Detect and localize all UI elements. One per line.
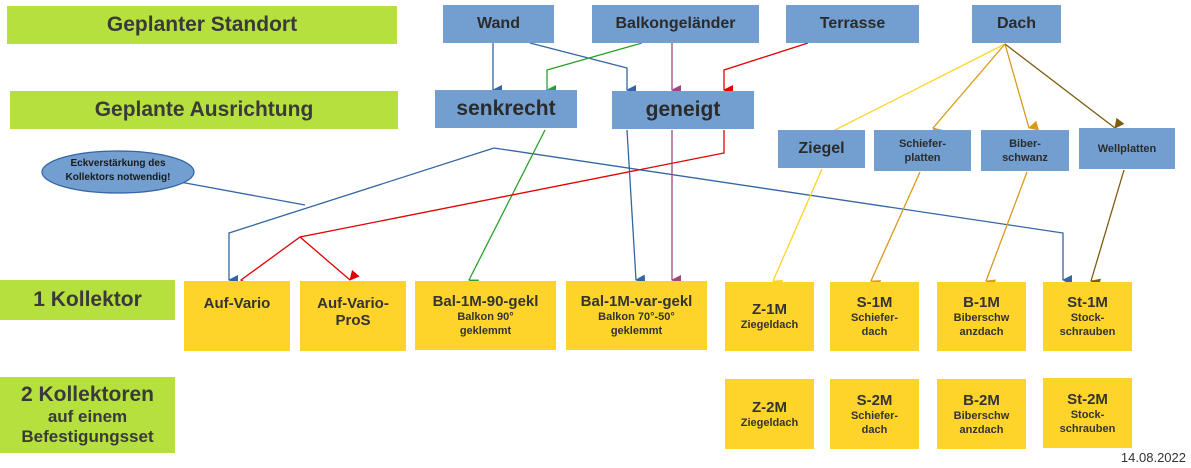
box-st-1m: St-1M Stock- schrauben bbox=[1043, 282, 1132, 351]
box-biber-line1: Biber- bbox=[1009, 137, 1041, 150]
arrow-terrasse-geneigt bbox=[723, 42, 809, 95]
callout-line2: Kollektors notwendig! bbox=[65, 172, 171, 183]
arrow-senkrecht-st1m bbox=[493, 147, 1072, 285]
row-label-standort-text: Geplanter Standort bbox=[106, 13, 298, 36]
arrow-wellplatten-st1m bbox=[1090, 169, 1125, 289]
box-geneigt: geneigt bbox=[612, 91, 754, 129]
arrow-ziegel-z1m bbox=[772, 168, 823, 290]
row-label-ausrichtung: Geplante Ausrichtung bbox=[10, 91, 398, 129]
callout-bubble bbox=[41, 150, 195, 194]
box-b1m-title: B-1M bbox=[963, 294, 1000, 311]
box-auf-vario-pros: Auf-Vario- ProS bbox=[300, 281, 406, 351]
box-z2m-sub: Ziegeldach bbox=[740, 416, 799, 429]
arrow-schiefer-s1m bbox=[870, 171, 921, 290]
box-s2m-sub1: Schiefer- bbox=[850, 409, 899, 422]
box-auf-vario-pros-line2: ProS bbox=[335, 312, 371, 329]
row-label-kollektor2-line1: 2 Kollektoren bbox=[20, 383, 155, 406]
box-bal90-sub1: Balkon 90° bbox=[457, 311, 514, 323]
box-z-2m: Z-2M Ziegeldach bbox=[725, 379, 814, 449]
box-senkrecht: senkrecht bbox=[435, 90, 577, 128]
box-wand: Wand bbox=[443, 5, 554, 43]
box-s2m-sub2: dach bbox=[861, 423, 888, 436]
box-terrasse-label: Terrasse bbox=[819, 15, 886, 32]
row-label-kollektor2-line2: auf einem bbox=[47, 407, 128, 426]
box-senkrecht-label: senkrecht bbox=[456, 97, 556, 120]
box-auf-vario-title: Auf-Vario bbox=[203, 295, 271, 312]
box-st1m-sub2: schrauben bbox=[1059, 326, 1116, 338]
box-schieferplatten: Schiefer- platten bbox=[874, 130, 971, 171]
box-s1m-sub2: dach bbox=[861, 326, 888, 338]
box-st2m-sub2: schrauben bbox=[1059, 422, 1116, 435]
box-z1m-sub: Ziegeldach bbox=[740, 319, 799, 331]
row-label-standort: Geplanter Standort bbox=[7, 6, 397, 44]
arrow-geneigt-balvar-blue bbox=[626, 129, 646, 285]
box-balvar-sub1: Balkon 70°-50° bbox=[598, 311, 675, 323]
arrow-balkon-senkrecht bbox=[546, 42, 643, 95]
box-bal-1m-90-gekl: Bal-1M-90-gekl Balkon 90° geklemmt bbox=[415, 281, 556, 350]
box-wand-label: Wand bbox=[477, 15, 520, 32]
box-biberschwanz: Biber- schwanz bbox=[981, 130, 1069, 171]
arrow-dach-biber bbox=[1004, 43, 1040, 131]
callout-text: Eckverstärkung des Kollektors notwendig! bbox=[48, 157, 188, 189]
row-label-kollektor1-text: 1 Kollektor bbox=[33, 288, 142, 311]
box-st-2m: St-2M Stock- schrauben bbox=[1043, 378, 1132, 448]
arrow-senkrecht-bal90 bbox=[468, 129, 546, 289]
callout-pointer bbox=[179, 181, 306, 206]
row-label-kollektor1: 1 Kollektor bbox=[0, 280, 175, 320]
box-terrasse: Terrasse bbox=[786, 5, 919, 43]
box-b2m-sub2: anzdach bbox=[959, 423, 1004, 436]
box-ziegel: Ziegel bbox=[778, 130, 865, 168]
box-b1m-sub2: anzdach bbox=[959, 326, 1004, 338]
box-st2m-title: St-2M bbox=[1067, 390, 1108, 408]
arrow-geneigt-aufvario bbox=[240, 130, 725, 291]
box-z2m-title: Z-2M bbox=[752, 398, 787, 416]
arrow-geneigt-aufvariopros bbox=[299, 236, 360, 281]
arrow-biber-b1m bbox=[985, 171, 1028, 289]
box-s2m-title: S-2M bbox=[856, 391, 893, 409]
box-auf-vario-pros-line1: Auf-Vario- bbox=[317, 295, 389, 312]
box-b1m-sub1: Biberschw bbox=[953, 312, 1010, 324]
row-label-kollektor2-line3: Befestigungsset bbox=[21, 427, 154, 446]
arrow-dach-ziegel bbox=[832, 43, 1006, 142]
box-balkon-label: Balkongeländer bbox=[615, 15, 736, 32]
box-ziegel-label: Ziegel bbox=[798, 140, 845, 157]
box-s1m-sub1: Schiefer- bbox=[850, 312, 899, 324]
box-auf-vario: Auf-Vario bbox=[184, 281, 290, 351]
box-st1m-sub1: Stock- bbox=[1070, 312, 1105, 324]
box-wellplatten-label: Wellplatten bbox=[1097, 142, 1157, 155]
box-schiefer-line1: Schiefer- bbox=[898, 137, 947, 150]
box-schiefer-line2: platten bbox=[904, 151, 941, 164]
box-bal-1m-var-gekl: Bal-1M-var-gekl Balkon 70°-50° geklemmt bbox=[566, 281, 707, 350]
box-z1m-title: Z-1M bbox=[752, 301, 787, 318]
box-s-1m: S-1M Schiefer- dach bbox=[830, 282, 919, 351]
box-balvar-title: Bal-1M-var-gekl bbox=[580, 293, 693, 310]
box-balvar-sub2: geklemmt bbox=[610, 325, 663, 337]
callout-line1: Eckverstärkung des bbox=[70, 158, 166, 169]
box-bal90-sub2: geklemmt bbox=[459, 325, 512, 337]
row-label-kollektor2: 2 Kollektoren auf einem Befestigungsset bbox=[0, 377, 175, 453]
arrow-dach-wellplatten bbox=[1004, 43, 1125, 129]
date-label: 14.08.2022 bbox=[1120, 450, 1186, 465]
arrow-dach-schiefer bbox=[932, 43, 1006, 138]
box-biber-line2: schwanz bbox=[1002, 151, 1048, 164]
box-st1m-title: St-1M bbox=[1067, 294, 1108, 311]
box-bal90-title: Bal-1M-90-gekl bbox=[432, 293, 539, 310]
box-b2m-title: B-2M bbox=[963, 391, 1000, 409]
box-s1m-title: S-1M bbox=[856, 294, 893, 311]
box-st2m-sub1: Stock- bbox=[1070, 408, 1105, 421]
box-z-1m: Z-1M Ziegeldach bbox=[725, 282, 814, 351]
box-b-2m: B-2M Biberschw anzdach bbox=[937, 379, 1026, 449]
box-dach: Dach bbox=[972, 5, 1061, 43]
box-balkongelaender: Balkongeländer bbox=[592, 5, 759, 43]
box-b-1m: B-1M Biberschw anzdach bbox=[937, 282, 1026, 351]
box-geneigt-label: geneigt bbox=[645, 98, 721, 121]
box-s-2m: S-2M Schiefer- dach bbox=[830, 379, 919, 449]
arrow-senkrecht-aufvario bbox=[228, 147, 495, 285]
box-dach-label: Dach bbox=[996, 15, 1037, 32]
box-wellplatten: Wellplatten bbox=[1079, 128, 1175, 169]
row-label-ausrichtung-text: Geplante Ausrichtung bbox=[94, 98, 314, 121]
box-b2m-sub1: Biberschw bbox=[953, 409, 1010, 422]
arrow-wand-geneigt bbox=[529, 42, 636, 95]
